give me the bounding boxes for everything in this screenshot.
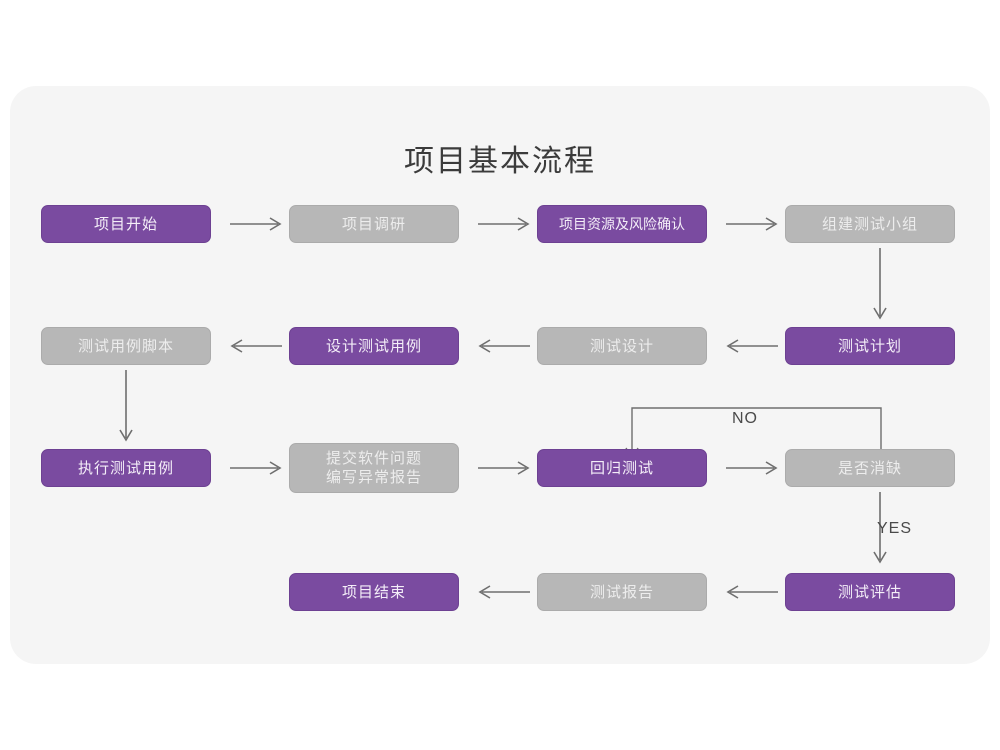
arrow-down-icon — [862, 246, 898, 326]
flow-node-test-plan[interactable]: 测试计划 — [785, 327, 955, 365]
arrow-left-icon — [476, 584, 534, 600]
arrow-right-icon — [724, 460, 782, 476]
page-title: 项目基本流程 — [404, 145, 596, 178]
arrow-right-icon — [228, 460, 286, 476]
flow-node-resource-risk-confirm[interactable]: 项目资源及风险确认 — [537, 205, 707, 243]
flow-node-submit-issue-report[interactable]: 提交软件问题 编写异常报告 — [289, 443, 459, 493]
flow-node-regression-test[interactable]: 回归测试 — [537, 449, 707, 487]
flow-node-test-evaluation[interactable]: 测试评估 — [785, 573, 955, 611]
edge-label-yes: YES — [877, 520, 913, 537]
arrow-left-icon — [724, 584, 782, 600]
flow-node-project-end[interactable]: 项目结束 — [289, 573, 459, 611]
flow-node-execute-testcase[interactable]: 执行测试用例 — [41, 449, 211, 487]
flow-node-defect-resolved[interactable]: 是否消缺 — [785, 449, 955, 487]
arrow-right-icon — [476, 216, 534, 232]
flow-node-project-start[interactable]: 项目开始 — [41, 205, 211, 243]
arrow-left-icon — [724, 338, 782, 354]
flowchart-card: 项目基本流程 项目开始 项目调研 项目资源及风险确认 组建测试小组 — [10, 86, 990, 664]
arrow-right-icon — [228, 216, 286, 232]
arrow-right-icon — [724, 216, 782, 232]
arrow-left-icon — [476, 338, 534, 354]
flow-node-project-research[interactable]: 项目调研 — [289, 205, 459, 243]
flow-node-build-test-team[interactable]: 组建测试小组 — [785, 205, 955, 243]
arrow-down-icon — [108, 368, 144, 448]
flow-node-test-design[interactable]: 测试设计 — [537, 327, 707, 365]
arrow-right-icon — [476, 460, 534, 476]
flow-node-test-report[interactable]: 测试报告 — [537, 573, 707, 611]
edge-label-no: NO — [732, 410, 758, 427]
flow-node-testcase-script[interactable]: 测试用例脚本 — [41, 327, 211, 365]
flow-node-design-testcase[interactable]: 设计测试用例 — [289, 327, 459, 365]
arrow-left-icon — [228, 338, 286, 354]
